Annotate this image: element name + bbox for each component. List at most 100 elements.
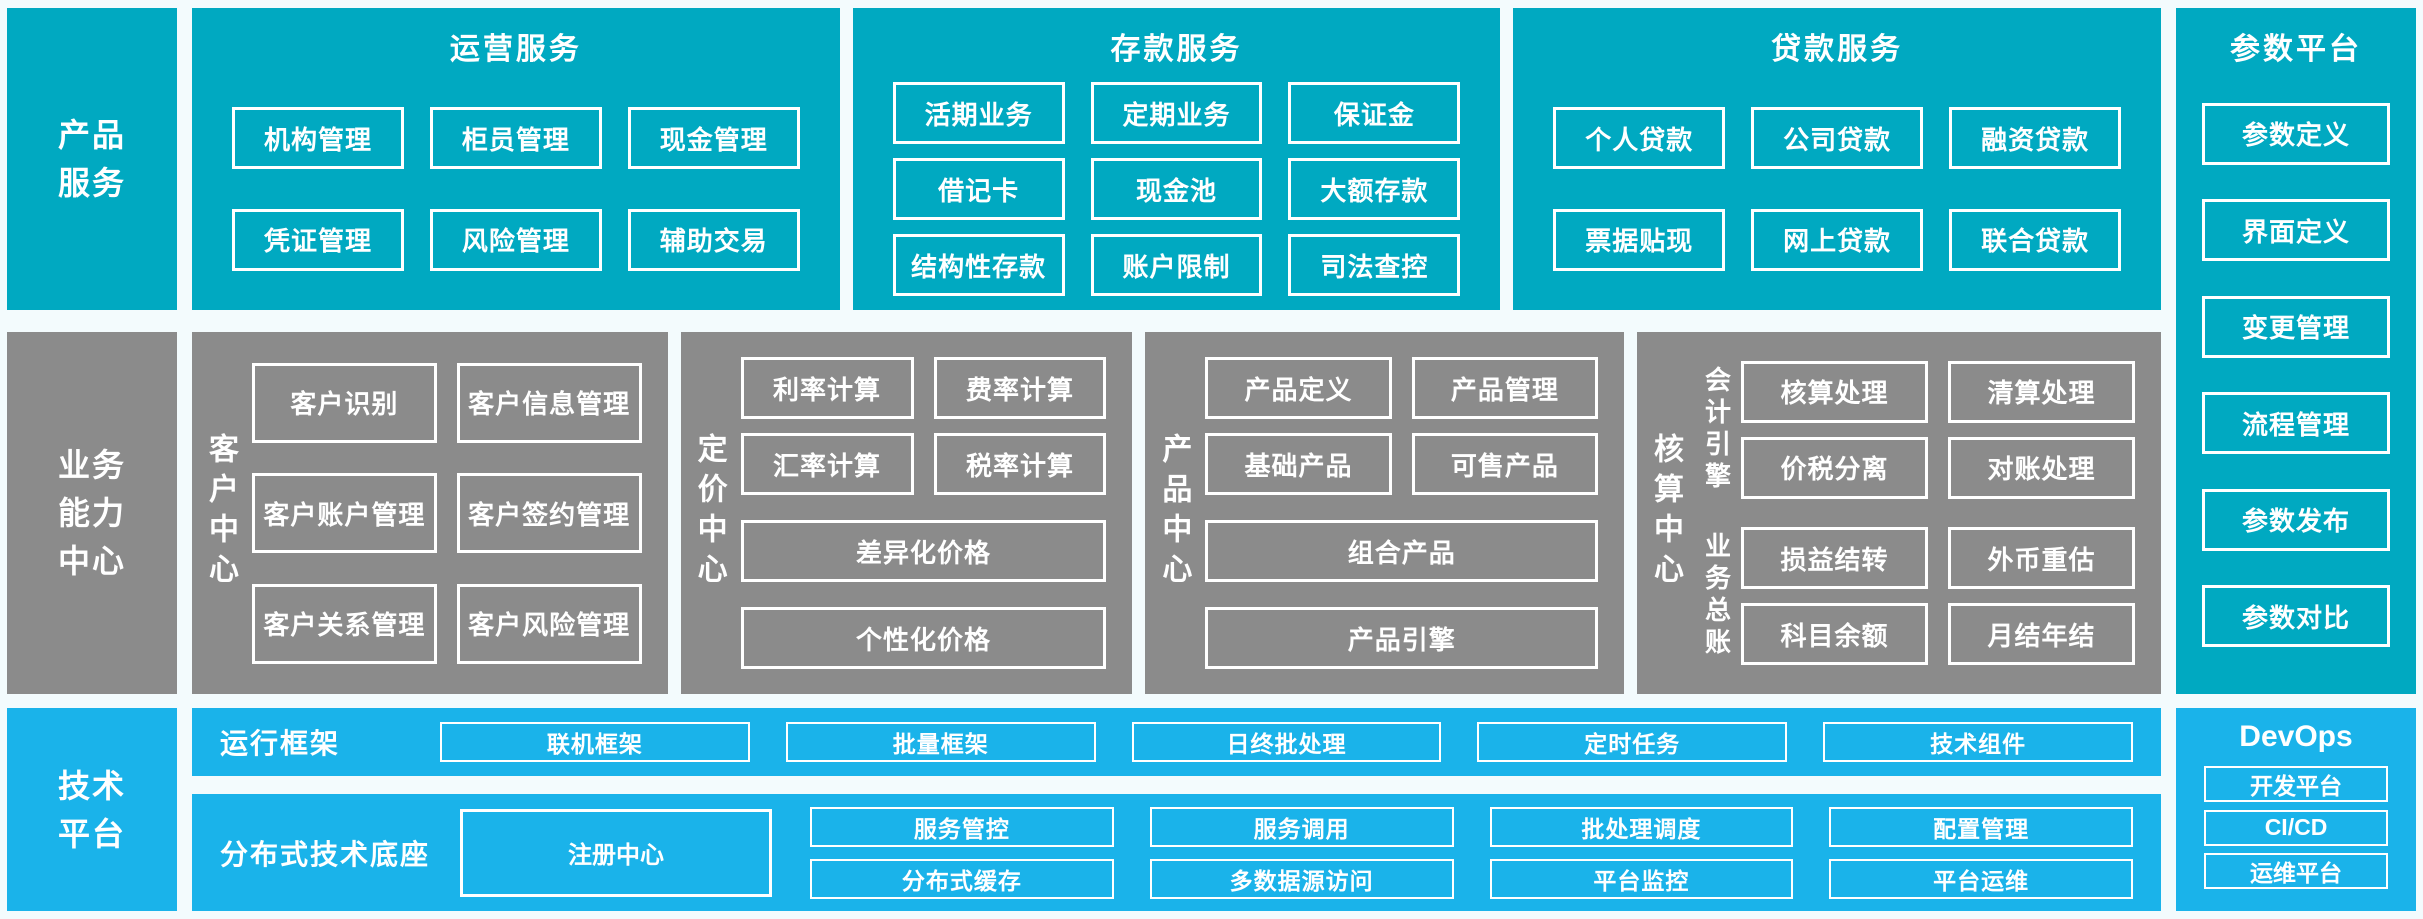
pricing-center-boxes: 利率计算费率计算汇率计算税率计算 差异化价格 个性化价格 — [737, 332, 1133, 694]
runtime-framework-box: 日终批处理 — [1131, 722, 1442, 762]
deposit-service-box: 借记卡 — [892, 158, 1065, 220]
rail-label-tech-platform: 技术 平台 — [7, 708, 177, 911]
accounting-center-body: 会计引擎 核算处理清算处理价税分离对账处理 业务总账 损益结转外币重估科目余额月… — [1693, 332, 2161, 694]
operations-service-box: 柜员管理 — [429, 107, 602, 170]
distributed-tech-box: 分布式缓存 — [810, 858, 1114, 899]
rail-label-business-capability-center: 业务 能力 中心 — [7, 332, 177, 694]
operations-service-box: 机构管理 — [232, 107, 404, 170]
parameter-platform-boxes: 参数定义界面定义变更管理流程管理参数发布参数对比 — [2176, 68, 2416, 694]
distributed-tech-box: 服务管控 — [810, 806, 1114, 847]
rail-label-product-services: 产品 服务 — [7, 8, 177, 310]
customer-center-boxes: 客户识别客户信息管理客户账户管理客户签约管理客户关系管理客户风险管理 — [248, 332, 668, 694]
business-ledger-group: 业务总账 损益结转外币重估科目余额月结年结 — [1693, 527, 2135, 666]
operations-service-box: 现金管理 — [627, 107, 800, 170]
distributed-tech-box: 配置管理 — [1829, 806, 2133, 847]
loan-service-box: 融资贷款 — [1949, 107, 2122, 170]
parameter-platform-box: 流程管理 — [2202, 392, 2390, 455]
product-services-row: 运营服务 机构管理柜员管理现金管理凭证管理风险管理辅助交易 存款服务 活期业务定… — [192, 8, 2162, 310]
section-accounting-center: 核算中心 会计引擎 核算处理清算处理价税分离对账处理 业务总账 损益结转外币重估… — [1636, 332, 2161, 694]
pricing-center-box: 汇率计算 — [740, 433, 914, 495]
deposit-service-box: 活期业务 — [892, 82, 1065, 144]
pricing-center-small-boxes: 利率计算费率计算汇率计算税率计算 — [740, 357, 1107, 495]
parameter-platform-box: 界面定义 — [2202, 199, 2390, 262]
parameter-platform-box: 参数发布 — [2202, 488, 2390, 551]
deposit-service-box: 司法查控 — [1288, 234, 1461, 296]
product-center-label-wrap: 产品中心 — [1145, 332, 1201, 694]
customer-center-label: 客户中心 — [204, 433, 237, 593]
loan-services-boxes: 个人贷款公司贷款融资贷款票据贴现网上贷款联合贷款 — [1513, 68, 2161, 310]
runtime-framework-box: 批量框架 — [785, 722, 1096, 762]
devops-title: DevOps — [2239, 720, 2353, 753]
business-ledger-box: 月结年结 — [1947, 603, 2135, 666]
product-center-small-boxes: 产品定义产品管理基础产品可售产品 — [1205, 357, 1598, 495]
pricing-center-label-wrap: 定价中心 — [681, 332, 737, 694]
customer-center-label-wrap: 客户中心 — [192, 332, 248, 694]
operations-services-title: 运营服务 — [449, 33, 582, 66]
loan-services-title: 贷款服务 — [1771, 33, 1904, 66]
customer-center-box: 客户信息管理 — [456, 362, 642, 443]
deposit-service-box: 结构性存款 — [892, 234, 1065, 296]
deposit-service-box: 账户限制 — [1090, 234, 1263, 296]
pricing-center-wide-box: 个性化价格 — [740, 607, 1107, 669]
product-center-label: 产品中心 — [1157, 433, 1191, 593]
customer-center-box: 客户签约管理 — [456, 473, 642, 553]
right-column: 参数平台 参数定义界面定义变更管理流程管理参数发布参数对比 DevOps 开发平… — [2176, 8, 2416, 911]
business-ledger-label: 业务总账 — [1701, 532, 1732, 661]
accounting-engine-label-wrap: 会计引擎 — [1693, 366, 1741, 494]
business-ledger-box: 外币重估 — [1947, 527, 2135, 590]
distributed-tech-box: 多数据源访问 — [1149, 858, 1454, 899]
deposit-service-box: 保证金 — [1288, 82, 1461, 144]
loan-service-box: 个人贷款 — [1553, 107, 1726, 170]
registry-center-box: 注册中心 — [460, 808, 772, 897]
section-distributed-tech-base: 分布式技术底座 注册中心 服务管控服务调用批处理调度配置管理分布式缓存多数据源访… — [192, 794, 2161, 911]
operations-service-box: 辅助交易 — [627, 208, 800, 271]
distributed-tech-box: 服务调用 — [1149, 806, 1454, 847]
business-ledger-box: 损益结转 — [1740, 527, 1928, 590]
accounting-engine-group: 会计引擎 核算处理清算处理价税分离对账处理 — [1693, 360, 2135, 499]
distributed-tech-base-label: 分布式技术底座 — [220, 838, 431, 870]
product-center-box: 产品管理 — [1411, 357, 1598, 419]
customer-center-box: 客户识别 — [252, 362, 437, 443]
section-runtime-framework: 运行框架 联机框架批量框架日终批处理定时任务技术组件 — [192, 708, 2161, 776]
accounting-engine-label: 会计引擎 — [1701, 365, 1732, 494]
customer-center-box: 客户风险管理 — [456, 583, 642, 664]
pricing-center-box: 税率计算 — [933, 433, 1107, 495]
left-rail: 产品 服务 业务 能力 中心 技术 平台 — [7, 8, 177, 911]
loan-service-box: 联合贷款 — [1949, 208, 2122, 271]
operations-service-box: 凭证管理 — [232, 208, 404, 271]
operations-service-box: 风险管理 — [429, 208, 602, 271]
distributed-tech-box: 平台监控 — [1489, 858, 1794, 899]
distributed-tech-box: 平台运维 — [1829, 858, 2133, 899]
accounting-engine-box: 清算处理 — [1947, 360, 2135, 423]
runtime-framework-box: 技术组件 — [1823, 722, 2133, 762]
distributed-tech-box: 批处理调度 — [1489, 806, 1794, 847]
parameter-platform-title: 参数平台 — [2230, 33, 2362, 66]
pricing-center-wide-box: 差异化价格 — [740, 520, 1107, 582]
pricing-center-box: 利率计算 — [740, 357, 914, 419]
loan-service-box: 公司贷款 — [1751, 107, 1924, 170]
loan-service-box: 票据贴现 — [1553, 208, 1726, 271]
loan-service-box: 网上贷款 — [1751, 208, 1924, 271]
business-ledger-boxes: 损益结转外币重估科目余额月结年结 — [1740, 527, 2135, 666]
accounting-engine-box: 价税分离 — [1740, 436, 1928, 499]
main-area: 运营服务 机构管理柜员管理现金管理凭证管理风险管理辅助交易 存款服务 活期业务定… — [192, 8, 2162, 911]
accounting-engine-box: 对账处理 — [1947, 436, 2135, 499]
business-capability-row: 客户中心 客户识别客户信息管理客户账户管理客户签约管理客户关系管理客户风险管理 … — [192, 332, 2161, 694]
product-center-boxes: 产品定义产品管理基础产品可售产品 组合产品 产品引擎 — [1201, 332, 1624, 694]
parameter-platform-box: 参数对比 — [2202, 585, 2390, 648]
runtime-framework-box: 定时任务 — [1477, 722, 1788, 762]
devops-box: CI/CD — [2204, 809, 2388, 846]
runtime-framework-box: 联机框架 — [440, 722, 750, 762]
section-product-center: 产品中心 产品定义产品管理基础产品可售产品 组合产品 产品引擎 — [1145, 332, 1624, 694]
accounting-center-label-wrap: 核算中心 — [1637, 332, 1693, 694]
devops-box: 运维平台 — [2204, 853, 2388, 890]
product-center-wide-box: 产品引擎 — [1205, 607, 1598, 669]
section-loan-services: 贷款服务 个人贷款公司贷款融资贷款票据贴现网上贷款联合贷款 — [1513, 8, 2162, 310]
pricing-center-label: 定价中心 — [692, 433, 726, 593]
deposit-service-box: 现金池 — [1090, 158, 1263, 220]
deposit-service-box: 大额存款 — [1288, 158, 1461, 220]
customer-center-box: 客户关系管理 — [252, 583, 437, 664]
